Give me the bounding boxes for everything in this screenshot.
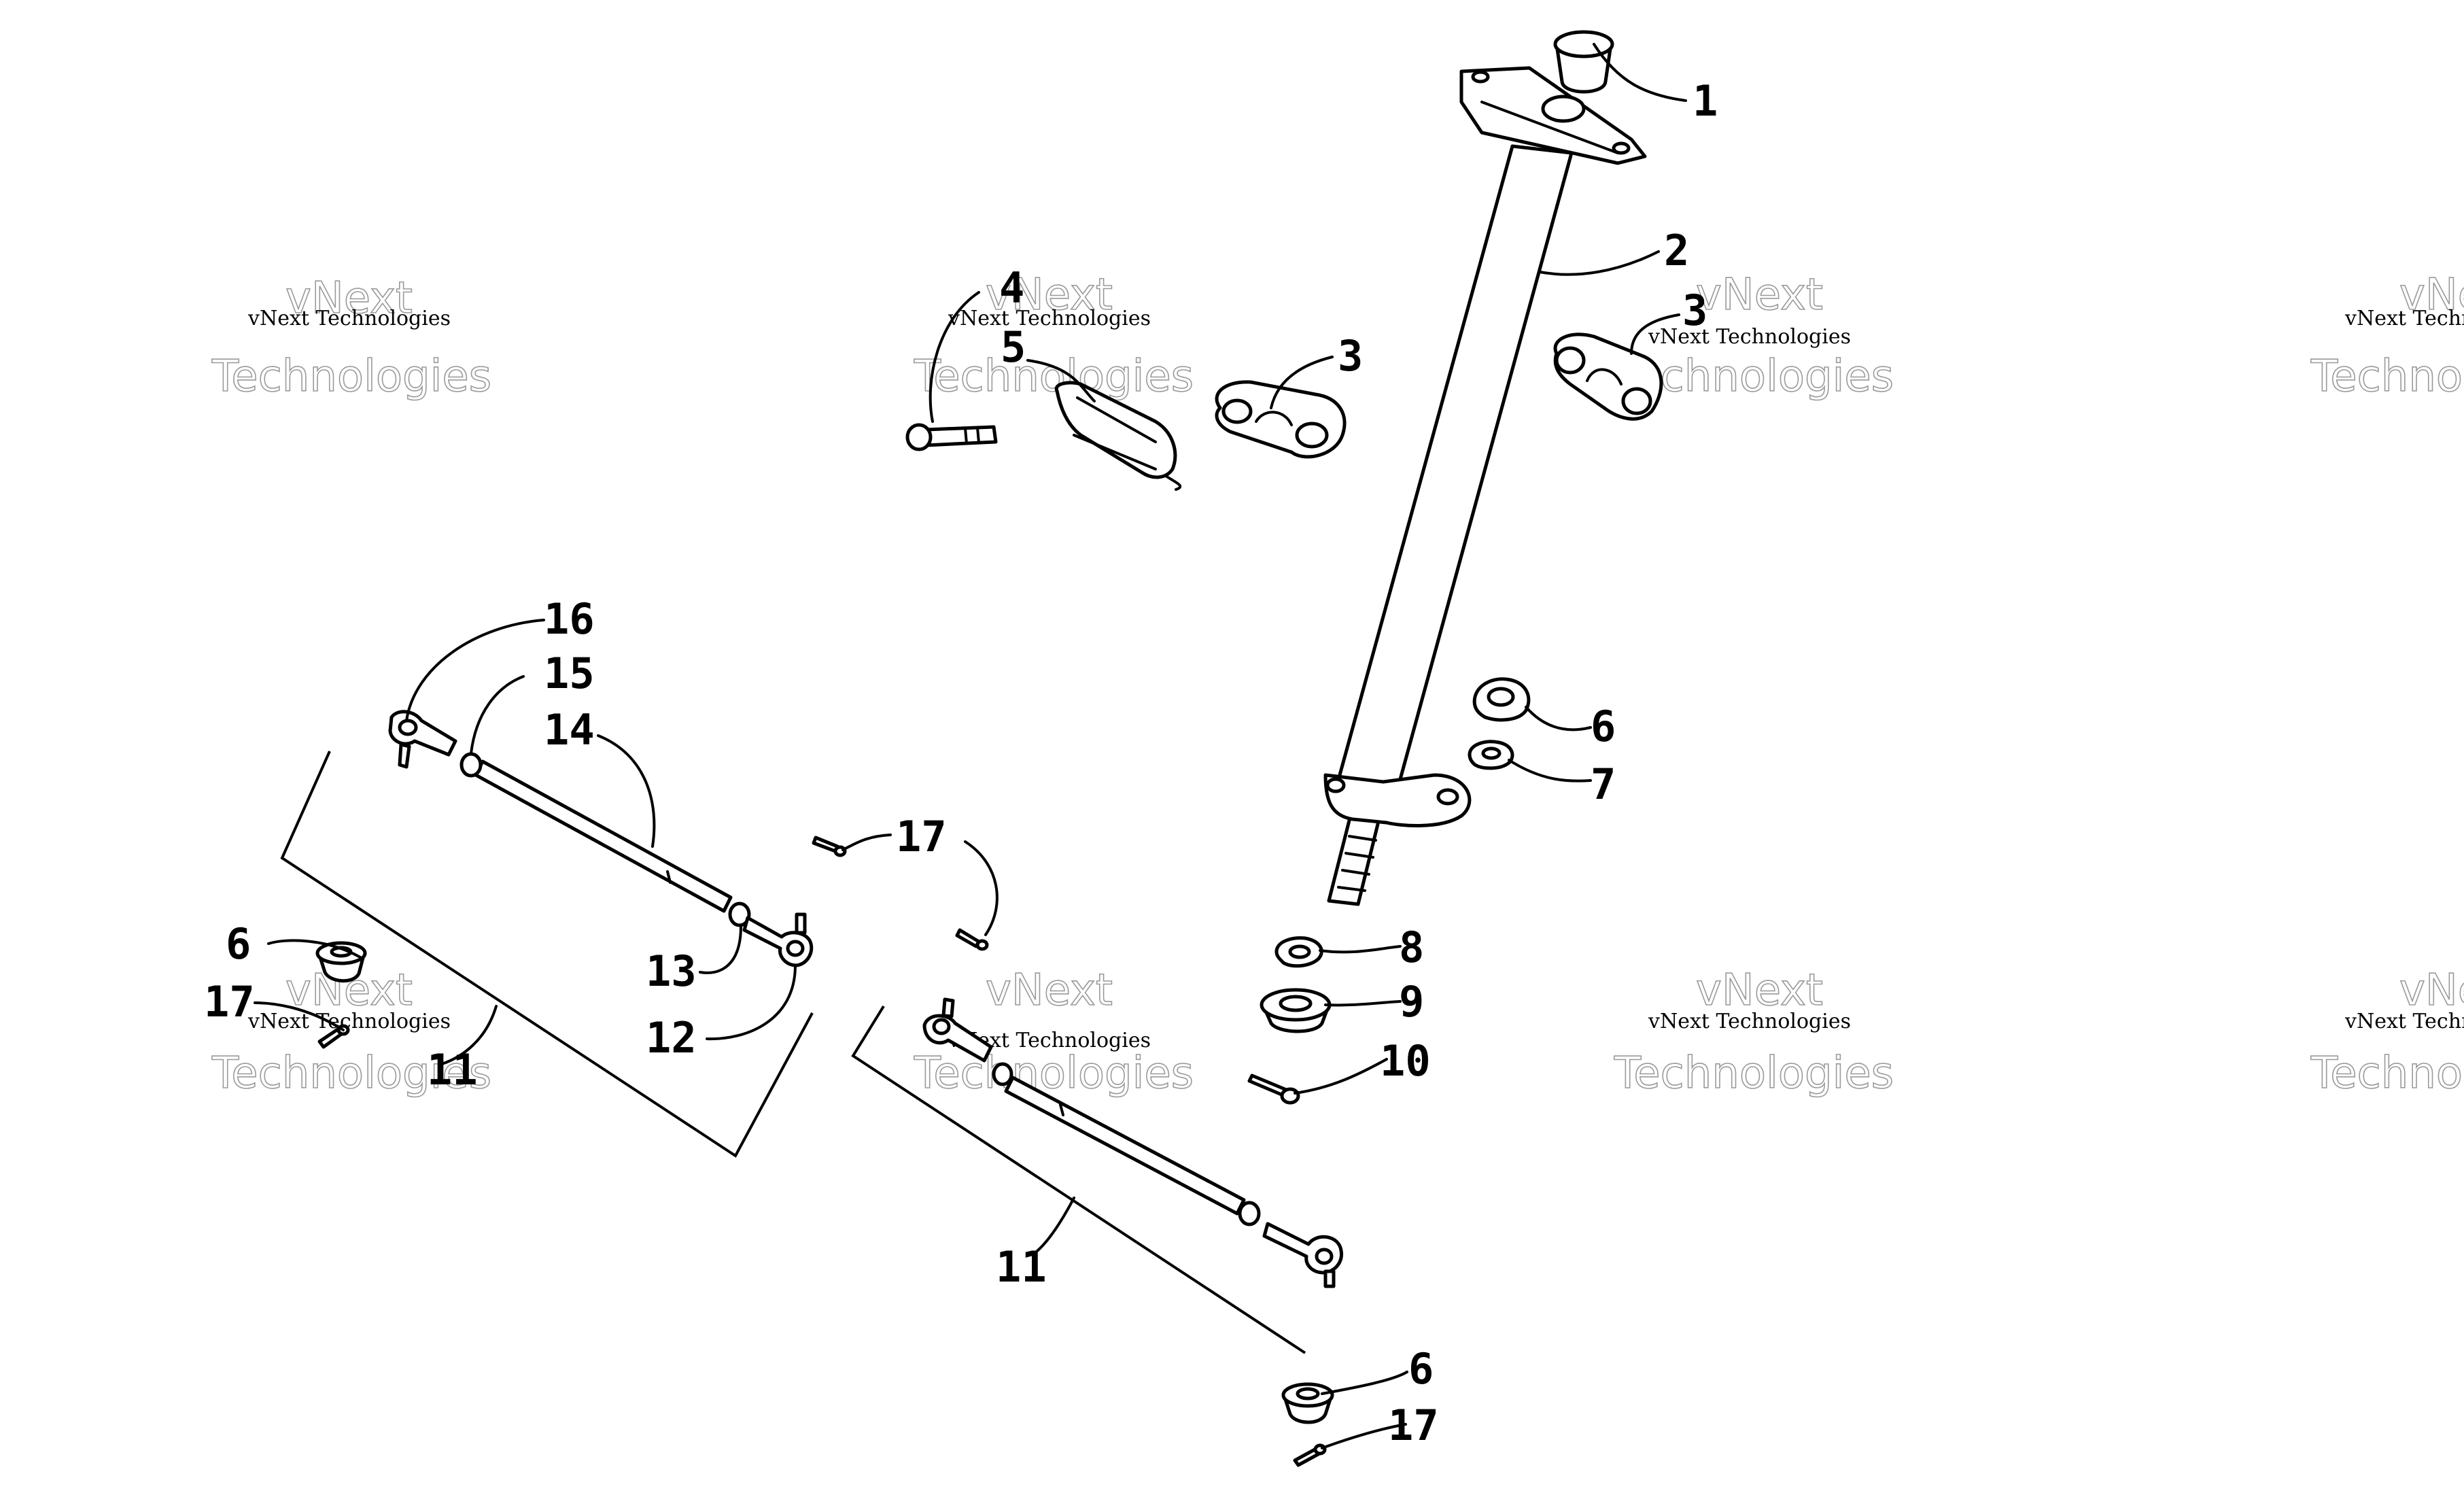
callout-10: 10	[1380, 1036, 1431, 1086]
callout-6-left: 6	[226, 919, 251, 969]
svg-text:vNext Technologies: vNext Technologies	[247, 307, 451, 330]
slotted-nut-bottom	[1281, 1382, 1334, 1424]
svg-text:Technologies: Technologies	[211, 351, 491, 402]
cotter-pin-17-center-top	[812, 836, 847, 857]
svg-text:Technologies: Technologies	[914, 1048, 1194, 1099]
svg-text:Technologies: Technologies	[2310, 351, 2464, 402]
callout-14: 14	[544, 705, 595, 755]
callout-9: 9	[1399, 977, 1424, 1027]
svg-text:Technologies: Technologies	[2310, 1048, 2464, 1099]
svg-text:vNext: vNext	[986, 965, 1113, 1016]
svg-text:vNext: vNext	[2399, 965, 2464, 1016]
svg-text:vNext Technologies: vNext Technologies	[1648, 1010, 1851, 1033]
hex-nut-upper	[1472, 677, 1531, 722]
svg-text:Technologies: Technologies	[1614, 1048, 1894, 1099]
svg-text:vNext Technologies: vNext Technologies	[2344, 307, 2464, 330]
washer-upper	[1468, 740, 1514, 770]
bushing	[1553, 30, 1614, 94]
leader-lines	[254, 43, 1687, 1449]
svg-text:vNext Technologies: vNext Technologies	[948, 307, 1151, 330]
tie-rod-assembly-right	[851, 997, 1343, 1354]
bearing-clamp-left	[1215, 380, 1347, 459]
watermark-4: vNext vNext Technologies Technologies	[2310, 269, 2464, 402]
callout-13: 13	[646, 946, 697, 996]
cotter-pin-17-left	[317, 1024, 350, 1049]
callout-11-left: 11	[427, 1045, 478, 1095]
steering-post	[1323, 66, 1647, 906]
washer-lower	[1274, 936, 1323, 968]
svg-text:Technologies: Technologies	[914, 351, 1194, 402]
watermark-7: vNext vNext Technologies Technologies	[1613, 965, 1894, 1099]
callout-12: 12	[646, 1013, 697, 1063]
callout-6-bottom: 6	[1408, 1344, 1434, 1394]
callout-17-bottom: 17	[1388, 1401, 1439, 1450]
cap-screw	[905, 423, 998, 451]
slotted-nut-left	[315, 941, 367, 983]
callout-11-right: 11	[996, 1242, 1047, 1292]
flange-bearing	[1260, 988, 1332, 1033]
svg-text:vNext: vNext	[1696, 965, 1823, 1016]
svg-text:vNext: vNext	[285, 273, 413, 324]
cotter-pin-10	[1247, 1073, 1300, 1105]
bearing-clamp-right	[1553, 332, 1663, 421]
callout-17-center: 17	[896, 812, 947, 861]
callout-8: 8	[1399, 923, 1424, 972]
callout-4: 4	[999, 263, 1024, 313]
callout-labels: 1 2 3 3 4 5 6 7 8 9 10 17 16 15 14 13 12…	[204, 76, 1718, 1450]
svg-text:vNext Technologies: vNext Technologies	[1648, 325, 1851, 349]
callout-1: 1	[1693, 76, 1718, 126]
watermark-8: vNext vNext Technologies Technologies	[2310, 965, 2464, 1099]
callout-5: 5	[1001, 322, 1026, 372]
watermark-2: vNext vNext Technologies Technologies	[913, 269, 1194, 402]
callout-7: 7	[1591, 759, 1616, 809]
svg-text:Technologies: Technologies	[211, 1048, 491, 1099]
svg-text:vNext: vNext	[1696, 270, 1823, 320]
watermark-1: vNext vNext Technologies Technologies	[211, 273, 492, 402]
callout-16: 16	[544, 594, 595, 644]
callout-3-right: 3	[1682, 286, 1707, 335]
svg-text:vNext: vNext	[986, 270, 1113, 320]
callout-17-left: 17	[204, 977, 255, 1027]
cotter-pin-17-bottom	[1293, 1443, 1327, 1467]
svg-text:vNext: vNext	[2399, 270, 2464, 320]
callout-15: 15	[544, 649, 595, 698]
lock-plate	[1054, 381, 1182, 491]
callout-6-upper: 6	[1591, 702, 1616, 751]
callout-2: 2	[1664, 226, 1689, 275]
cotter-pin-17-center-mid	[955, 928, 989, 951]
svg-text:vNext Technologies: vNext Technologies	[2344, 1010, 2464, 1033]
tie-rod-assembly-left	[280, 710, 814, 1158]
callout-3-left: 3	[1338, 331, 1363, 381]
